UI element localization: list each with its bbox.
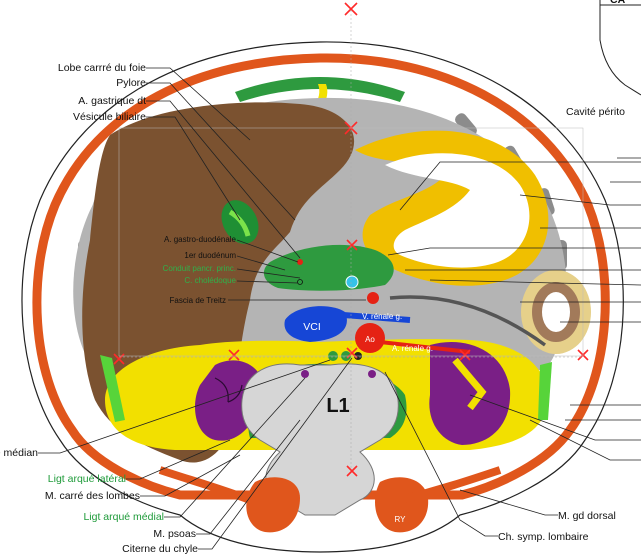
label-conduit-pancr: Conduit pancr. princ.	[163, 264, 236, 273]
label-vesicule: Vésicule biliaire	[73, 111, 146, 123]
label-citerne: Citerne du chyle	[122, 543, 198, 555]
label-cavite-peritoneale: Cavité périto	[566, 106, 625, 118]
aorte-label: Ao	[365, 335, 375, 344]
label-a-gastro-duod: A. gastro-duodénale	[164, 235, 237, 244]
label-m-carre: M. carré des lombes	[45, 490, 140, 502]
label-ligt-arque-medial: Ligt arqué médial	[83, 511, 164, 523]
label-m-psoas: M. psoas	[153, 528, 196, 540]
label-choledoque: C. cholédoque	[184, 276, 236, 285]
label-pylore: Pylore	[116, 77, 146, 89]
ry-label: RY	[395, 515, 407, 524]
a-renale-label: A. rénale g.	[392, 344, 433, 353]
vci-label: VCI	[303, 321, 321, 333]
label-a-gastrique: A. gastrique dt	[78, 95, 146, 107]
l1-label: L1	[326, 395, 349, 417]
label-ligt-arque-lateral: Ligt arqué latéral	[48, 473, 126, 485]
top-right-inset: CA	[600, 0, 641, 95]
label-fascia-treitz: Fascia de Treitz	[170, 296, 226, 305]
top-partial-label: CA	[610, 0, 626, 6]
v-renale-label: V. rénale g.	[362, 312, 402, 321]
label-ch-symp: Ch. symp. lombaire	[498, 531, 589, 543]
label-lobe-carre: Lobe carrré du foie	[58, 62, 146, 74]
label-duodenum: 1er duodénum	[184, 251, 236, 260]
label-m-gd-dorsal: M. gd dorsal	[558, 510, 616, 522]
label-ligt-arque-median: igt arqué médian	[0, 447, 38, 459]
